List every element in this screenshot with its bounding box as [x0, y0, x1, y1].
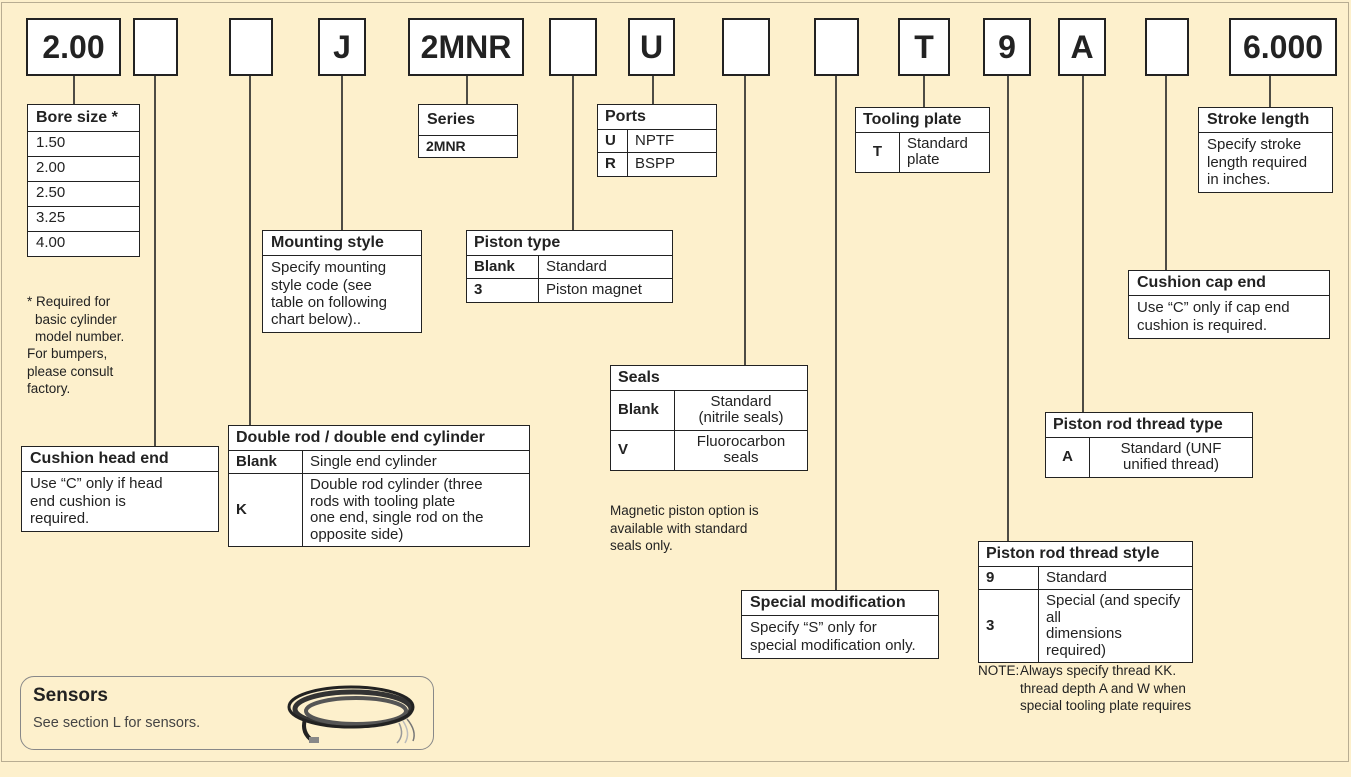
code-box-10: T	[898, 18, 950, 76]
code-box-8	[722, 18, 770, 76]
double-rod-code: K	[228, 473, 303, 548]
bore-size-row: 1.50	[27, 130, 140, 157]
cushion-head-title: Cushion head end	[22, 447, 218, 473]
code-box-2	[133, 18, 178, 76]
bore-size-row: 2.50	[27, 180, 140, 207]
sensors-title: Sensors	[33, 685, 108, 706]
code-box-7: U	[628, 18, 675, 76]
series-value: 2MNR	[418, 134, 518, 158]
cushion-cap-box: Cushion cap end Use “C” only if cap end …	[1128, 270, 1330, 339]
special-modification-title: Special modification	[742, 591, 938, 617]
special-modification-box: Special modification Specify “S” only fo…	[741, 590, 939, 659]
cushion-cap-text: Use “C” only if cap end cushion is requi…	[1137, 299, 1290, 334]
mounting-style-box: Mounting style Specify mounting style co…	[262, 230, 422, 334]
stroke-length-text: Specify stroke length required in inches…	[1207, 136, 1308, 188]
rod-thread-type-table: Piston rod thread type A Standard (UNF u…	[1045, 412, 1253, 478]
rod-thread-style-code: 3	[978, 589, 1039, 664]
rod-thread-style-desc: Special (and specify all dimensions requ…	[1038, 589, 1193, 664]
ports-table: Ports U NPTF R BSPP	[597, 104, 717, 177]
seals-magnetic-note: Magnetic piston option is available with…	[610, 503, 759, 554]
ports-desc: NPTF	[627, 128, 717, 154]
rod-thread-style-title: Piston rod thread style	[978, 541, 1193, 567]
rod-thread-style-desc: Standard	[1038, 565, 1193, 591]
piston-type-code: 3	[466, 278, 539, 303]
double-rod-desc: Single end cylinder	[302, 449, 530, 475]
bore-size-title: Bore size *	[27, 104, 140, 132]
code-box-13	[1145, 18, 1189, 76]
special-modification-text: Specify “S” only for special modificatio…	[750, 619, 916, 654]
code-box-1: 2.00	[26, 18, 121, 76]
seals-code: Blank	[610, 389, 675, 431]
tooling-plate-desc: Standard plate	[899, 131, 990, 173]
code-box-3	[229, 18, 273, 76]
rod-thread-type-title: Piston rod thread type	[1045, 412, 1253, 438]
piston-type-table: Piston type Blank Standard 3 Piston magn…	[466, 230, 673, 303]
rod-thread-note-text: Always specify thread KK. thread depth A…	[1020, 663, 1192, 714]
ports-desc: BSPP	[627, 152, 717, 177]
cushion-head-box: Cushion head end Use “C” only if head en…	[21, 446, 219, 533]
code-box-12: A	[1058, 18, 1106, 76]
tooling-plate-title: Tooling plate	[855, 107, 990, 133]
stroke-length-box: Stroke length Specify stroke length requ…	[1198, 107, 1333, 194]
rod-thread-note-label: NOTE:	[978, 663, 1020, 678]
double-rod-code: Blank	[228, 449, 303, 475]
double-rod-title: Double rod / double end cylinder	[228, 425, 530, 451]
series-table: Series 2MNR	[418, 104, 518, 158]
seals-code: V	[610, 429, 675, 471]
rod-thread-type-code: A	[1045, 436, 1090, 478]
double-rod-desc: Double rod cylinder (three rods with too…	[302, 473, 530, 548]
bore-size-row: 2.00	[27, 155, 140, 182]
seals-table: Seals Blank Standard (nitrile seals) V F…	[610, 365, 808, 471]
double-rod-table: Double rod / double end cylinder Blank S…	[228, 425, 530, 548]
tooling-plate-code: T	[855, 131, 900, 173]
rod-thread-note: NOTE: Always specify thread KK. thread d…	[978, 662, 1191, 715]
seals-title: Seals	[610, 365, 808, 391]
code-box-6	[549, 18, 597, 76]
mounting-style-title: Mounting style	[263, 231, 421, 257]
tooling-plate-table: Tooling plate T Standard plate	[855, 107, 990, 173]
bore-size-table: Bore size * 1.50 2.00 2.50 3.25 4.00	[27, 104, 140, 257]
sensors-callout: Sensors See section L for sensors.	[20, 676, 434, 750]
code-box-9	[814, 18, 859, 76]
ports-title: Ports	[597, 104, 717, 130]
seals-desc: Fluorocarbon seals	[674, 429, 808, 471]
bore-required-note: * Required for basic cylinder model numb…	[27, 294, 125, 345]
bore-size-row: 3.25	[27, 205, 140, 232]
sensors-text: See section L for sensors.	[33, 715, 201, 731]
seals-desc: Standard (nitrile seals)	[674, 389, 808, 431]
rod-thread-style-table: Piston rod thread style 9 Standard 3 Spe…	[978, 541, 1193, 664]
rod-thread-style-code: 9	[978, 565, 1039, 591]
ports-code: R	[597, 152, 628, 177]
code-box-11: 9	[983, 18, 1031, 76]
ports-code: U	[597, 128, 628, 154]
cushion-head-text: Use “C” only if head end cushion is requ…	[30, 475, 163, 527]
series-title: Series	[418, 104, 518, 136]
piston-type-code: Blank	[466, 254, 539, 280]
piston-type-title: Piston type	[466, 230, 673, 256]
cushion-cap-title: Cushion cap end	[1129, 271, 1329, 297]
bore-size-row: 4.00	[27, 230, 140, 257]
code-box-14: 6.000	[1229, 18, 1337, 76]
rod-thread-type-desc: Standard (UNF unified thread)	[1089, 436, 1253, 478]
code-box-5: 2MNR	[408, 18, 524, 76]
sensor-cable-image	[287, 685, 415, 744]
piston-type-desc: Piston magnet	[538, 278, 673, 303]
code-box-4: J	[318, 18, 366, 76]
bore-bumpers-note: For bumpers, please consult factory.	[27, 346, 114, 397]
mounting-style-text: Specify mounting style code (see table o…	[271, 259, 387, 329]
stroke-length-title: Stroke length	[1199, 108, 1332, 134]
piston-type-desc: Standard	[538, 254, 673, 280]
